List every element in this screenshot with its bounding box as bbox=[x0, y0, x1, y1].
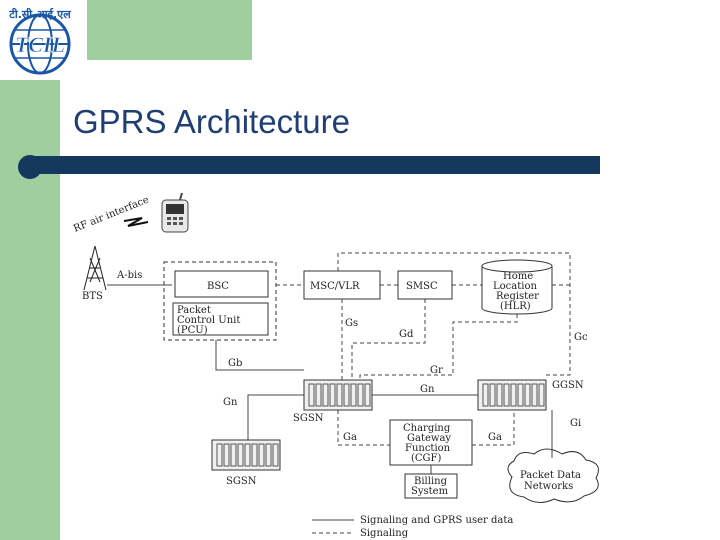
pcu-label-3: (PCU) bbox=[177, 325, 208, 336]
ggsn-label: GGSN bbox=[552, 380, 584, 391]
gr-label: Gr bbox=[430, 365, 443, 376]
gs-label: Gs bbox=[345, 318, 358, 329]
mobile-phone-icon bbox=[161, 192, 189, 233]
billing-label-2: System bbox=[411, 486, 449, 497]
hlr-label-1: Home bbox=[503, 271, 533, 282]
svg-text:RF air interface: RF air interface bbox=[72, 194, 151, 234]
sgsn-main-node bbox=[303, 379, 373, 411]
tcil-logo: टी.सी.आई.एल TCIL bbox=[8, 7, 71, 75]
packet-data-networks-cloud bbox=[507, 448, 599, 503]
gn-left-label: Gn bbox=[223, 397, 238, 408]
gd-label: Gd bbox=[399, 329, 414, 340]
ggsn-node bbox=[477, 379, 547, 411]
sidebar-green-strip bbox=[0, 80, 60, 540]
hlr-label-2: Location bbox=[493, 281, 537, 292]
bsc-box bbox=[174, 270, 269, 298]
ga-left-label: Ga bbox=[343, 432, 357, 443]
smsc-label: SMSC bbox=[406, 281, 438, 292]
gn-main-label: Gn bbox=[420, 384, 435, 395]
slide-title: GPRS Architecture bbox=[73, 103, 350, 140]
legend-solid-label: Signaling and GPRS user data bbox=[360, 515, 513, 526]
bsc-pcu-dashed-group bbox=[163, 261, 277, 341]
cgf-label-1: Charging bbox=[403, 423, 451, 434]
gb-label: Gb bbox=[228, 358, 242, 369]
logo-abbr-text: TCIL bbox=[15, 32, 65, 57]
gi-label: Gi bbox=[570, 418, 581, 429]
billing-label-1: Billing bbox=[414, 476, 448, 487]
pdn-label-2: Networks bbox=[524, 481, 573, 492]
title-underline-bar bbox=[18, 155, 600, 179]
abis-label: A-bis bbox=[116, 270, 142, 281]
pcu-label-1: Packet bbox=[177, 305, 211, 316]
cgf-label-2: Gateway bbox=[407, 433, 451, 444]
cgf-label-3: Function bbox=[405, 443, 451, 454]
billing-box bbox=[404, 473, 458, 499]
sgsn-lower-node bbox=[211, 439, 281, 471]
sgsn-main-label: SGSN bbox=[293, 413, 324, 424]
logo-hindi-text: टी.सी.आई.एल bbox=[8, 7, 71, 21]
sgsn-lower-label: SGSN bbox=[226, 476, 257, 487]
gprs-architecture-diagram: RF air interface BTS A-bis BSC Packet Co… bbox=[72, 192, 599, 539]
lightning-icon bbox=[123, 217, 149, 227]
bsc-label: BSC bbox=[207, 281, 229, 292]
pdn-label-1: Packet Data bbox=[520, 470, 581, 481]
pcu-label-2: Control Unit bbox=[177, 315, 240, 326]
gc-label: Gc bbox=[574, 332, 588, 343]
header-green-block bbox=[87, 0, 252, 60]
hlr-label-4: (HLR) bbox=[500, 301, 531, 312]
cgf-label-4: (CGF) bbox=[411, 453, 441, 464]
ga-right-label: Ga bbox=[488, 432, 502, 443]
bts-tower-icon bbox=[83, 245, 107, 291]
rf-air-interface-label: RF air interface bbox=[72, 194, 151, 234]
pcu-box bbox=[172, 302, 269, 336]
msc-vlr-label: MSC/VLR bbox=[310, 281, 360, 292]
bts-label: BTS bbox=[82, 291, 103, 302]
legend-dashed-label: Signaling bbox=[360, 528, 409, 539]
hlr-database-icon bbox=[481, 259, 553, 315]
hlr-label-3: Register bbox=[496, 291, 539, 302]
